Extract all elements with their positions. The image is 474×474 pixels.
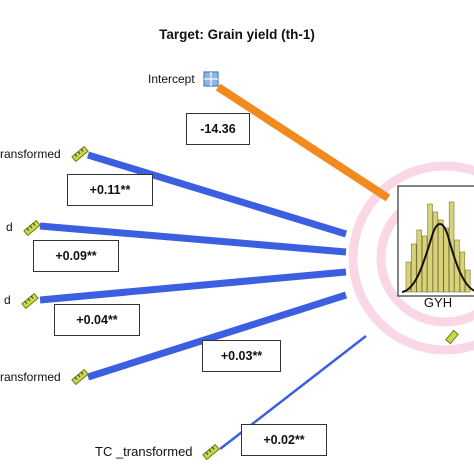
- intercept-grid-icon: [203, 71, 219, 87]
- predictor-label-2: d: [6, 220, 13, 234]
- histogram-bar: [465, 269, 471, 293]
- coefficient-box-4: +0.03**: [202, 340, 281, 372]
- histogram-bar: [416, 229, 422, 293]
- predictor-label-1: ransformed: [0, 147, 61, 161]
- predictor-edge-3: [39, 268, 347, 304]
- predictor-edge-2: [39, 222, 347, 256]
- histogram-bar: [405, 261, 412, 293]
- target-label: GYH: [424, 295, 452, 310]
- ruler-icon: [23, 219, 41, 237]
- coefficient-box-3: +0.04**: [54, 304, 140, 336]
- histogram-bar: [432, 211, 439, 293]
- predictor-edge-4: [86, 291, 348, 381]
- target-node[interactable]: GYH: [397, 185, 474, 310]
- predictor-label-3: d: [4, 293, 11, 307]
- predictor-label-5: TC _transformed: [95, 444, 193, 459]
- intercept-label: Intercept: [148, 72, 195, 86]
- ruler-icon: [71, 368, 89, 386]
- histogram-bar: [411, 243, 417, 293]
- histogram-bar: [438, 219, 444, 293]
- ruler-icon: [445, 329, 459, 345]
- predictor-label-4: ransformed: [0, 370, 61, 384]
- density-curve: [401, 223, 474, 293]
- ruler-icon: [71, 145, 89, 163]
- histogram-bar: [443, 227, 449, 293]
- ruler-icon: [202, 443, 220, 461]
- coefficient-box-5: +0.02**: [241, 424, 327, 456]
- intercept-edge: [215, 83, 391, 202]
- predictor-edge-1: [86, 151, 348, 238]
- coefficient-box-2: +0.09**: [33, 240, 119, 272]
- coefficient-box-1: +0.11**: [67, 174, 153, 206]
- intercept-coefficient-box: -14.36: [186, 113, 250, 145]
- diagram-title: Target: Grain yield (th-1): [159, 27, 315, 42]
- ruler-icon: [21, 292, 39, 310]
